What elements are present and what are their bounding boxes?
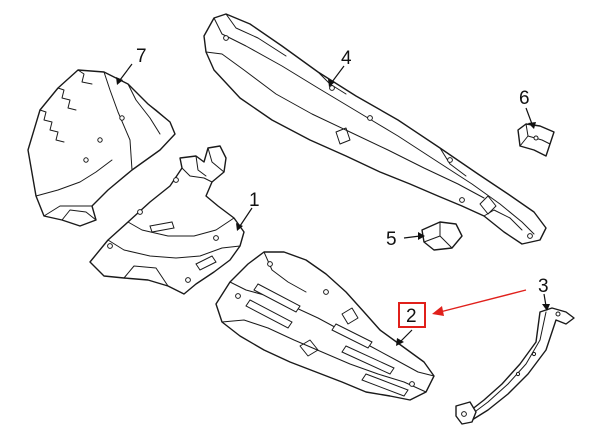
callout-5-label: 5 [386,229,397,250]
part-6-clip [517,123,555,157]
part-1-front-skid-plate [89,145,245,295]
callout-7-label: 7 [136,46,147,67]
part-2-main-skid-plate [215,251,435,401]
callout-3-label: 3 [538,276,549,297]
callout-leaders [116,63,550,346]
callout-6-label: 6 [519,88,530,109]
part-4-long-shield [203,13,547,245]
part-5-bracket [421,221,463,251]
callout-4-label: 4 [341,48,352,69]
part-3-brace [455,307,575,425]
callout-2-highlight [398,289,527,328]
callout-1-label: 1 [249,190,260,211]
part-7-splash-shield [27,69,176,227]
callout-2-highlight-arrowhead [432,306,444,316]
callout-2-highlight-arrow [439,289,527,313]
callout-2-label: 2 [406,306,417,327]
callout-2-highlight-box [398,302,426,328]
